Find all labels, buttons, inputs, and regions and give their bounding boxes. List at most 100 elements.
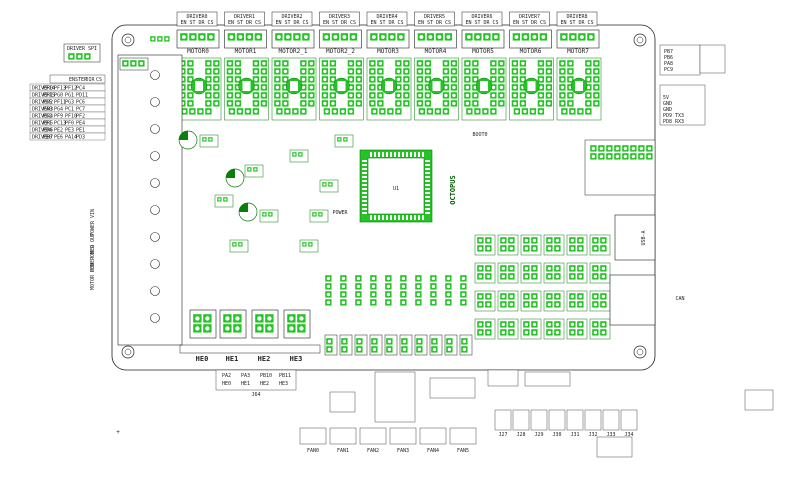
driver-pins-a-hole <box>418 61 422 66</box>
table-cell: DRIVER4 <box>32 114 53 120</box>
table-cell: PG0 <box>54 93 63 99</box>
mcu-pin-top <box>394 152 396 157</box>
bottom-right-box <box>596 436 633 458</box>
endstop-header-hole <box>461 284 466 289</box>
driver-pins-a-hole <box>513 77 517 82</box>
driver-pins-a-hole <box>426 101 430 106</box>
power-side-label: POWER <box>90 220 96 236</box>
driver-pins-b-hole <box>214 93 219 98</box>
mcu-pin-left <box>362 188 367 190</box>
driver-label-box <box>224 11 265 27</box>
fan-label: FAN1 <box>337 448 349 454</box>
motor-pins-hole <box>419 34 424 39</box>
io-pins-hole <box>547 274 552 279</box>
mcu-pin-top <box>374 152 376 157</box>
mcu-pin-right <box>425 172 430 174</box>
driver-pins-b-hole <box>444 101 448 106</box>
mcu-pin-right <box>425 188 430 190</box>
smd-pads-hole <box>293 153 296 156</box>
io-pins-hole <box>501 238 506 243</box>
pi-pin-table <box>659 84 706 126</box>
motor-pins-hole <box>324 34 329 39</box>
driver-label-box <box>271 11 313 27</box>
fan-pins-hole <box>402 347 407 352</box>
top-right-pin-cell: PA8 <box>664 61 673 67</box>
driver-pins-a-hole <box>275 69 280 74</box>
driver-label: DRIVER4 <box>376 14 397 20</box>
driver-pins-b-hole <box>254 85 258 90</box>
driver-pins-b-hole <box>357 85 361 90</box>
endstop-header-hole <box>416 292 421 297</box>
endstop-header-hole <box>356 284 361 289</box>
jumper-pins-hole <box>206 109 211 114</box>
driver-label: DRIVER6 <box>471 14 492 20</box>
io-pins-hole <box>578 302 583 307</box>
driver-pins-a-hole <box>568 69 573 74</box>
motor-pins-hole <box>294 34 299 39</box>
driver-pins-a-hole <box>521 93 525 98</box>
table-cell: PE0 <box>43 135 52 141</box>
jumper-pins-hole <box>285 109 290 114</box>
driver-pins-b-hole <box>396 61 401 66</box>
driver-pins-b-hole <box>444 69 448 74</box>
mcu-pin-left <box>362 164 367 166</box>
driver-pins-b-hole <box>262 93 266 98</box>
mcu-pin-top <box>414 152 416 157</box>
can-label: CAN <box>675 296 684 302</box>
power-terminal <box>150 232 160 242</box>
driver-pins-b-hole <box>539 69 543 74</box>
power-column <box>117 54 183 346</box>
pi-header-pins-hole <box>623 146 628 151</box>
mount-hole-inner <box>636 36 644 44</box>
driver-pins-a-hole <box>418 85 422 90</box>
power-terminal <box>150 124 160 134</box>
io-pins-hole <box>570 266 575 271</box>
fan-label-box <box>359 427 387 445</box>
driver-pins-a-hole <box>283 69 288 74</box>
table-cell: DRIVER0 <box>32 86 53 92</box>
driver-pins-a-hole <box>560 101 565 106</box>
io-pins-hole <box>570 322 575 327</box>
mcu-pin-left <box>362 192 367 194</box>
top-right-pin-cell: PB7 <box>664 49 673 55</box>
driver-pins-b-hole <box>594 77 599 82</box>
heater-pin-cell: PA3 <box>241 373 250 379</box>
io-pins-hole <box>578 238 583 243</box>
cross-mark: + <box>116 429 120 436</box>
cap-polarity <box>179 131 188 140</box>
mcu-pin-top <box>418 152 420 157</box>
driver-pins-a-hole <box>513 69 517 74</box>
driver-pins-b-hole <box>404 101 409 106</box>
driver-pins-b-hole <box>404 69 409 74</box>
driver-pins-b-hole <box>491 93 496 98</box>
driver-pins-b-hole <box>254 77 258 82</box>
mcu-pin-bottom <box>386 215 388 220</box>
fan-label: FAN3 <box>397 448 409 454</box>
table-cell: PF11 <box>54 100 66 106</box>
endstop-header-hole <box>326 292 331 297</box>
io-pins-hole <box>509 274 514 279</box>
driver-pins-b-hole <box>452 61 456 66</box>
motor-label: MOTOR2_2 <box>326 48 355 55</box>
io-pins-hole <box>555 238 560 243</box>
endstop-header-hole <box>326 284 331 289</box>
mcu-pin-left <box>362 196 367 198</box>
board-name: OCTOPUS <box>449 175 457 205</box>
pi-header-pins-hole <box>591 154 596 159</box>
smd-pads-hole <box>323 183 326 186</box>
driver-cap-mark <box>432 81 441 91</box>
motor-pins-hole <box>446 34 451 39</box>
driver-pins-b-hole <box>452 69 456 74</box>
io-pins-hole <box>593 294 598 299</box>
driver-label-box <box>319 11 360 27</box>
top-right-box <box>699 44 726 74</box>
mcu-pin-left <box>362 176 367 178</box>
table-cell: PE2 <box>54 128 63 134</box>
io-pins-hole <box>524 266 529 271</box>
driver-pins-b-hole <box>357 77 361 82</box>
io-pins-hole <box>524 246 529 251</box>
misc-box-d <box>487 369 519 387</box>
driver-pins-b-hole <box>444 85 448 90</box>
driver-pins-b-hole <box>357 61 361 66</box>
io-pins-hole <box>524 322 529 327</box>
